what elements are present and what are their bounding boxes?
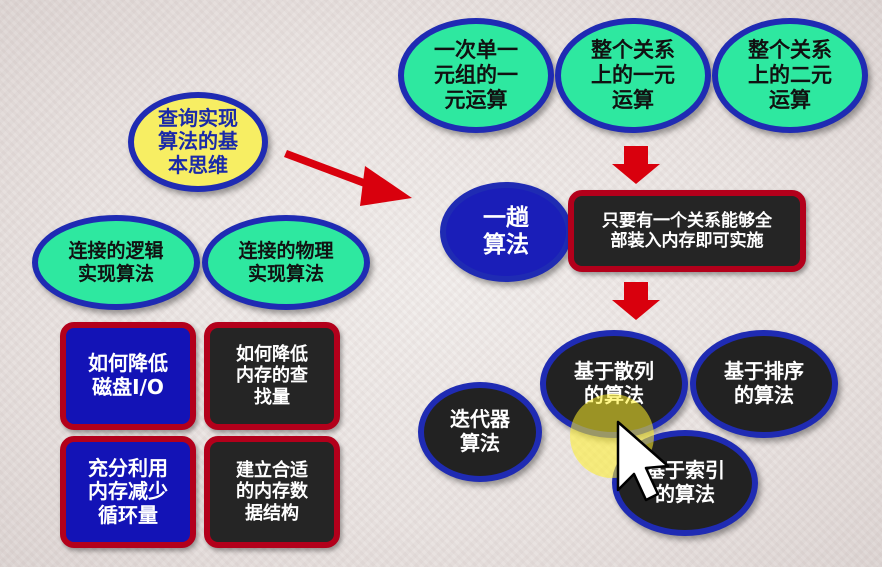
cursor-arrow-icon [616,420,670,502]
node-label: 连接的逻辑 实现算法 [68,240,164,285]
node-one-pass: 一趟 算法 [440,182,572,282]
node-iterator: 迭代器 算法 [418,382,542,482]
node-label: 迭代器 算法 [450,407,510,455]
node-sort-based: 基于排序 的算法 [690,330,838,438]
node-index-based: 基于索引 的算法 [612,430,758,536]
box-label: 充分利用 内存减少 循环量 [88,455,168,527]
box-use-memory-reduce-loops: 充分利用 内存减少 循环量 [60,436,196,548]
node-label: 一趟 算法 [483,204,529,258]
node-label: 一次单一 元组的一 元运算 [434,38,518,112]
arrow-query-to-onepass [284,150,412,206]
box-one-pass-note: 只要有一个关系能够全 部装入内存即可实施 [568,190,806,272]
box-label: 如何降低 磁盘I/O [88,351,168,399]
node-unary-tuple-op: 一次单一 元组的一 元运算 [398,18,554,133]
arrow-down-top [612,146,660,184]
box-build-memory-structure: 建立合适 的内存数 据结构 [204,436,340,548]
box-label: 只要有一个关系能够全 部装入内存即可实施 [602,210,772,251]
node-query-basic: 查询实现 算法的基 本思维 [128,92,268,192]
node-whole-relation-binary: 整个关系 上的二元 运算 [712,18,868,133]
box-label: 建立合适 的内存数 据结构 [236,460,308,524]
node-physical-join: 连接的物理 实现算法 [202,215,370,310]
node-label: 整个关系 上的二元 运算 [748,38,832,112]
node-label: 整个关系 上的一元 运算 [591,38,675,112]
arrow-down-middle [612,282,660,320]
node-whole-relation-unary: 整个关系 上的一元 运算 [555,18,711,133]
box-reduce-memory-search: 如何降低 内存的查 找量 [204,322,340,430]
node-logical-join: 连接的逻辑 实现算法 [32,215,200,310]
box-reduce-disk-io: 如何降低 磁盘I/O [60,322,196,430]
box-label: 如何降低 内存的查 找量 [236,344,308,408]
node-label: 基于排序 的算法 [724,359,804,407]
node-label: 查询实现 算法的基 本思维 [158,105,238,177]
node-label: 连接的物理 实现算法 [238,240,334,285]
